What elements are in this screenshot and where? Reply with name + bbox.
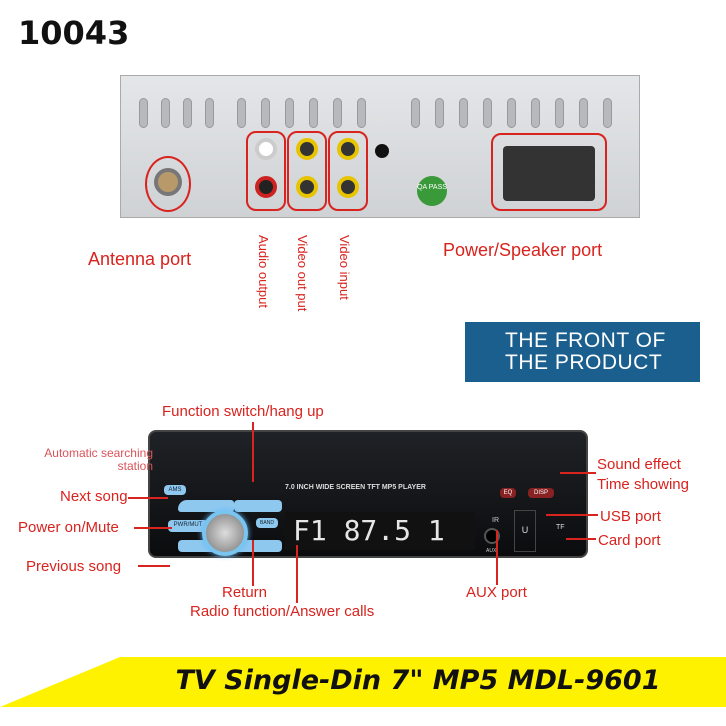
card-port-label: Card port [598, 532, 661, 549]
usb-port-label: USB port [600, 508, 661, 525]
audio-output-label: Audio output [256, 235, 271, 309]
rear-panel-image: QA PASS [120, 75, 640, 218]
lcd-display: F1 87.5 1 [285, 512, 475, 550]
video-input-label: Video input [337, 235, 352, 300]
front-heading: THE FRONT OF THE PRODUCT [465, 322, 700, 382]
power-speaker-label: Power/Speaker port [443, 240, 603, 260]
ir-label: IR [492, 517, 499, 524]
power-connector-highlight [491, 133, 607, 211]
usb-slot: U [514, 510, 536, 552]
previous-song-label: Previous song [26, 558, 122, 575]
band-button: BAND [256, 518, 278, 528]
front-heading-line2: THE PRODUCT [505, 351, 663, 374]
next-song-label: Next song [60, 488, 128, 505]
return-label: Return [222, 584, 268, 601]
power-mute-label: Power on/Mute [18, 519, 119, 536]
front-unit-image: 7.0 INCH WIDE SCREEN TFT MP5 PLAYER AMS … [148, 430, 588, 558]
product-title: TV Single-Din 7" MP5 MDL-9601 [175, 665, 661, 696]
sound-effect-label: Sound effect [597, 456, 681, 473]
qa-pass-sticker: QA PASS [417, 176, 447, 206]
volume-knob [202, 510, 248, 556]
antenna-port-label: Antenna port [88, 249, 192, 269]
auto-search-label: Automatic searching station [44, 446, 153, 473]
power-mute-button: PWR/MUT [168, 520, 208, 532]
time-showing-label: Time showing [597, 476, 689, 493]
antenna-port-highlight [145, 156, 191, 212]
eq-button: EQ [500, 488, 516, 498]
panel-text: 7.0 INCH WIDE SCREEN TFT MP5 PLAYER [285, 484, 426, 491]
product-code: 10043 [18, 14, 130, 52]
tf-slot: TF [556, 524, 565, 531]
disp-button: DISP [528, 488, 554, 498]
banner-background [0, 657, 726, 707]
aux-label: AUX [486, 548, 497, 554]
video-out-label: Video out put [295, 235, 310, 312]
aux-port-label: AUX port [466, 584, 527, 601]
radio-function-label: Radio function/Answer calls [190, 603, 375, 620]
function-switch-label: Function switch/hang up [162, 403, 324, 420]
front-heading-line1: THE FRONT OF [505, 329, 666, 352]
ams-button: AMS [164, 485, 186, 495]
